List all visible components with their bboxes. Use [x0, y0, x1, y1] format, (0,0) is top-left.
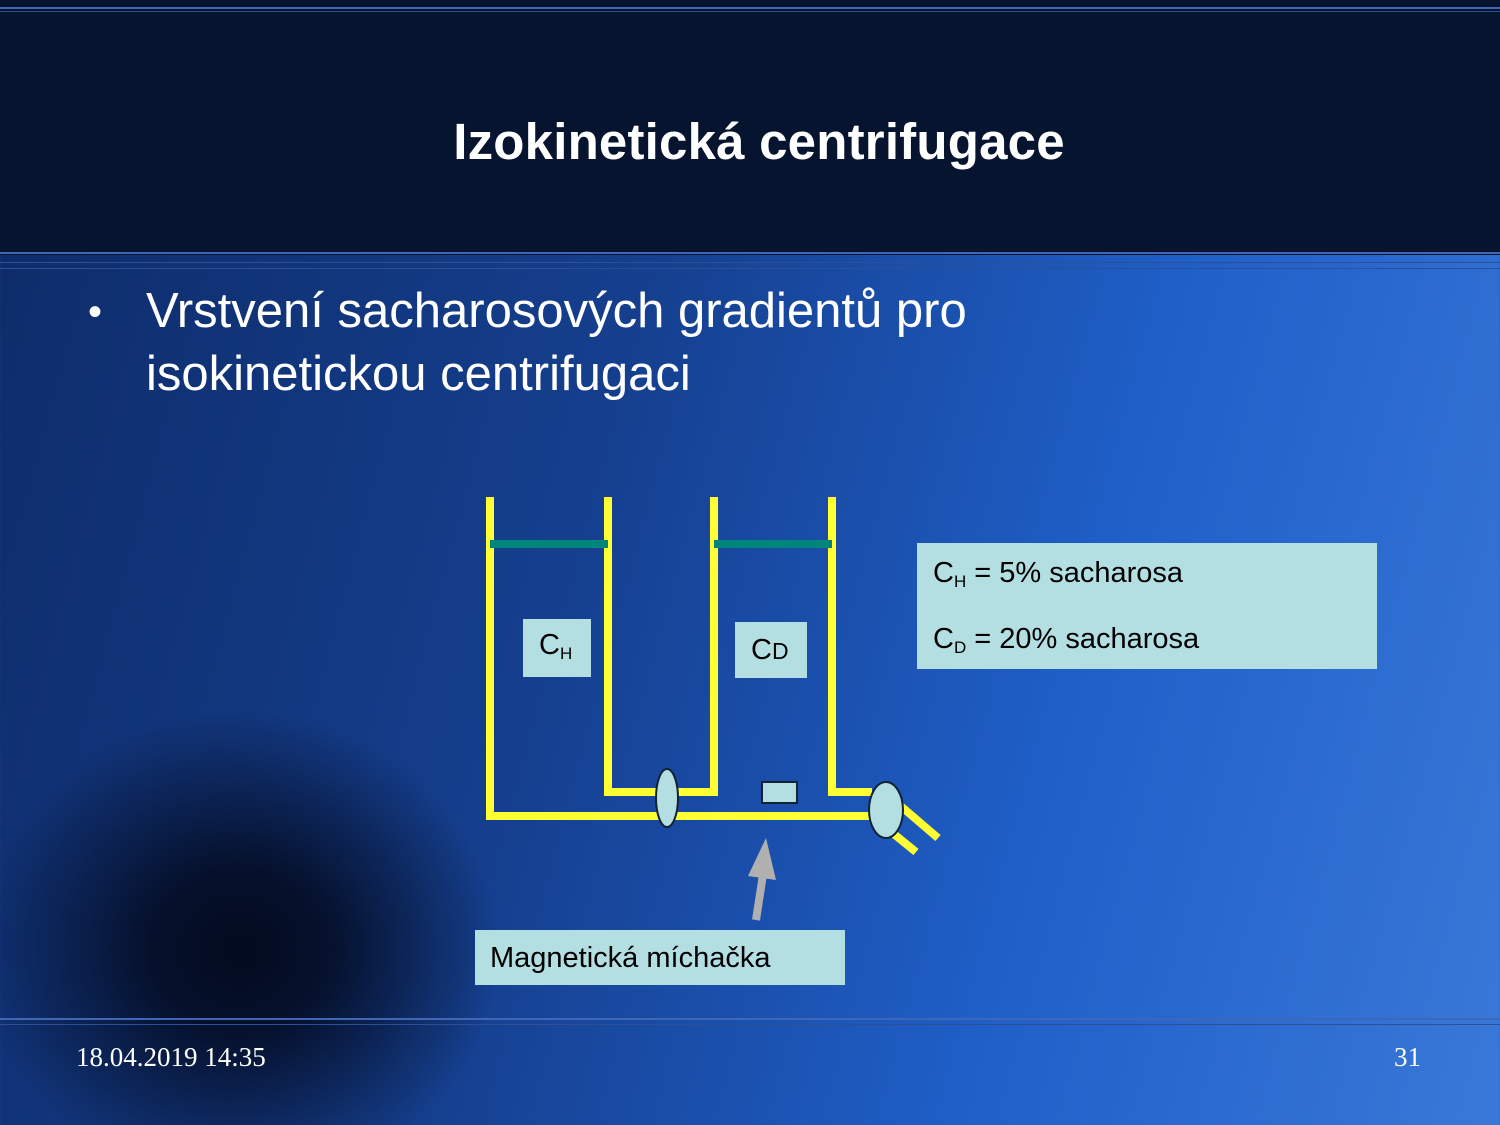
header-rule-thin-2: [0, 268, 1500, 269]
bullet-line-1: Vrstvení sacharosových gradientů pro: [146, 284, 967, 338]
chamber-light-label: CH: [523, 619, 591, 677]
chamber-light-letter: C: [539, 629, 560, 661]
title-bar: [0, 0, 1500, 255]
legend-line-1: CH = 5% sacharosa: [933, 557, 1184, 591]
legend-line-2: CD = 20% sacharosa: [933, 623, 1200, 657]
stirrer-caption-text: Magnetická míchačka: [490, 942, 771, 974]
middle-valve: [655, 768, 679, 828]
footer-date: 18.04.2019 14:35: [76, 1042, 266, 1072]
chamber-light-sub: H: [559, 644, 573, 663]
footer-rule-thin: [0, 1024, 1500, 1025]
top-rule-thin: [0, 11, 1500, 12]
bullet-text: Vrstvení sacharosových gradientů pro iso…: [146, 280, 1146, 406]
connecting-channel: [486, 788, 872, 820]
chamber-heavy-letter: C: [751, 634, 772, 666]
footer-rule: [0, 1018, 1500, 1020]
concentration-legend: CH = 5% sacharosa CD = 20% sacharosa: [917, 543, 1377, 669]
magnetic-stirrer-bar: [761, 781, 798, 804]
chamber-heavy-label: CD: [735, 622, 807, 678]
bullet-marker: •: [88, 290, 103, 334]
chamber-heavy-sub: D: [771, 638, 789, 664]
outlet-valve: [868, 781, 904, 839]
header-rule-thin: [0, 262, 1500, 263]
bullet-line-2: isokinetickou centrifugaci: [146, 347, 691, 401]
page-number: 31: [1394, 1042, 1421, 1072]
stirrer-arrow: [748, 838, 776, 921]
header-rule: [0, 252, 1500, 254]
top-rule: [0, 7, 1500, 9]
stirrer-caption: Magnetická míchačka: [475, 930, 845, 985]
slide-title: Izokinetická centrifugace: [453, 113, 1065, 170]
